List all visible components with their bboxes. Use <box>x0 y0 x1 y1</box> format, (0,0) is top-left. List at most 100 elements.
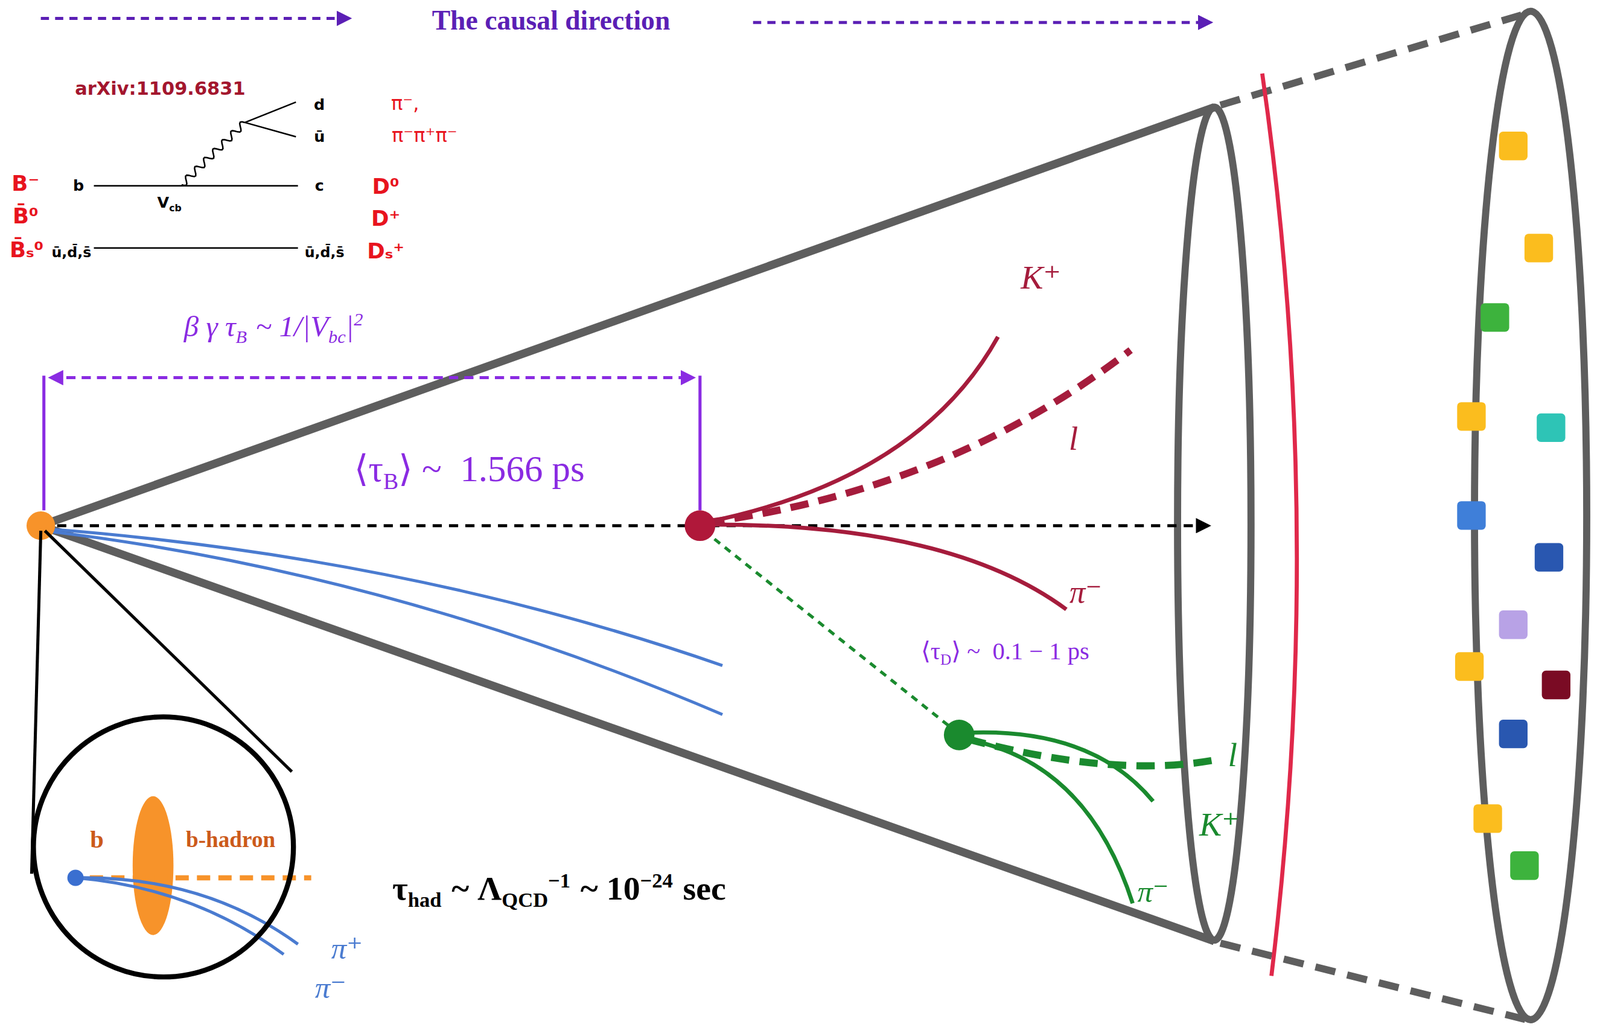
quark-label: d <box>313 96 325 114</box>
label-text: arXiv:1109.6831 <box>74 77 246 99</box>
label-text: ⟩ ~ 0.1 − 1 ps <box>951 637 1090 665</box>
label-text: π⁻ <box>315 970 347 1005</box>
b-meson-label: B⁻ <box>11 172 40 196</box>
ckm-label: Vcb <box>157 194 182 214</box>
hadronization-time: τhad~ ΛQCD−1~ 10−24sec <box>392 868 727 911</box>
label-text: π⁻ <box>1069 573 1103 609</box>
label-text: K⁺ <box>1199 805 1240 843</box>
d-decay-vertex <box>943 719 975 751</box>
label-text: c <box>315 176 325 195</box>
d-flight-path <box>704 530 956 731</box>
subscript: QCD <box>501 887 549 911</box>
subscript: B <box>383 468 399 494</box>
pion-label: π⁺ <box>331 931 363 966</box>
hadronization-front <box>1262 73 1297 976</box>
inset-circle: b b-hadron <box>30 713 297 980</box>
particle-square <box>1480 302 1509 332</box>
decay-product: π⁻, <box>391 93 420 115</box>
d-decay-tracks <box>964 732 1213 903</box>
label-text: D⁺ <box>371 205 401 231</box>
label-text: ū,d̄,s̄ <box>304 243 345 261</box>
quark-label: c <box>315 177 325 195</box>
label-text: ū,d̄,s̄ <box>51 243 92 261</box>
particle-square <box>1536 413 1565 442</box>
reference-label: arXiv:1109.6831 <box>74 78 246 99</box>
final-state-particles <box>1455 131 1571 880</box>
label-text: | <box>345 309 354 343</box>
particle-square <box>1524 233 1553 262</box>
inset-label: b-hadron <box>185 825 276 852</box>
label-text: l <box>1228 735 1238 774</box>
title: The causal direction <box>432 5 671 36</box>
b-decay-tracks <box>704 336 1132 609</box>
quark-label: b <box>73 177 84 195</box>
label-text: π⁻π⁺π⁻ <box>391 123 458 147</box>
particle-square <box>1499 719 1528 748</box>
label-text: l <box>1068 419 1079 457</box>
particle-square <box>1473 803 1502 833</box>
feynman-diagram <box>94 101 299 249</box>
label-text: K⁺ <box>1020 258 1062 296</box>
pion-tracks <box>44 528 723 715</box>
particle-square <box>1499 131 1528 160</box>
particle-square <box>1534 542 1564 571</box>
d-lifetime-label: ⟨τD⟩ ~ 0.1 − 1 ps <box>921 637 1090 669</box>
particle-label: l <box>1068 420 1079 457</box>
label-text: ⟩ ~ 1.566 ps <box>398 448 585 489</box>
inset-label: b <box>89 824 104 853</box>
label-text: π⁻, <box>391 92 420 116</box>
label-text: π⁺ <box>331 931 363 966</box>
label-text: π⁻ <box>1137 874 1169 909</box>
particle-label: l <box>1228 736 1238 774</box>
quark-label: ū,d̄,s̄ <box>304 244 345 261</box>
b-meson-label: B̄⁰ <box>12 204 39 229</box>
quark-label: ū,d̄,s̄ <box>51 244 92 261</box>
label-text: ~ Λ <box>451 869 502 907</box>
superscript: −1 <box>548 868 571 892</box>
particle-label: π⁻ <box>1137 875 1169 909</box>
label-text: Dₛ⁺ <box>366 238 405 264</box>
b-lifetime-label: ⟨τB⟩ ~ 1.566 ps <box>354 449 585 495</box>
d-meson-label: Dₛ⁺ <box>366 239 405 263</box>
label-text: ~ 1/|V <box>255 309 329 343</box>
causal-arrow <box>41 16 350 20</box>
subscript: bc <box>328 326 346 348</box>
label-text: D⁰ <box>372 174 400 200</box>
subscript: D <box>940 651 952 668</box>
label-text: ⟨τ <box>354 448 384 489</box>
b-decay-vertex <box>684 509 716 541</box>
b-meson-label: B̄ₛ⁰ <box>9 238 44 262</box>
particle-square <box>1455 651 1484 681</box>
label-text: b <box>73 176 84 195</box>
particle-label: K⁺ <box>1199 805 1240 843</box>
d-meson-label: D⁰ <box>372 175 400 199</box>
particle-square <box>1542 670 1571 699</box>
subscript: B <box>235 326 248 348</box>
particle-square <box>1510 850 1539 880</box>
label-text: B⁻ <box>11 171 40 197</box>
label-text: ū <box>313 127 325 146</box>
d-meson-label: D⁺ <box>371 206 401 230</box>
subscript: had <box>407 887 442 911</box>
jet-axis <box>57 523 1209 527</box>
decay-length-formula: β γ τB~ 1/|Vbc|2 <box>184 310 364 348</box>
label-text: B̄ₛ⁰ <box>9 237 44 263</box>
pion-label: π⁻ <box>315 971 347 1005</box>
particle-label: K⁺ <box>1020 258 1062 296</box>
superscript: −24 <box>640 868 673 892</box>
label-text: ~ 10 <box>580 869 641 907</box>
causal-arrow <box>753 21 1211 25</box>
label-text: d <box>313 95 325 114</box>
decay-product: π⁻π⁺π⁻ <box>391 124 458 147</box>
particle-square <box>1499 610 1528 639</box>
label-text: V <box>157 193 170 212</box>
label-text: sec <box>683 869 727 907</box>
particle-square <box>1456 401 1486 431</box>
quark-label: ū <box>313 128 325 146</box>
label-text: B̄⁰ <box>12 203 39 229</box>
label-text: ⟨τ <box>921 637 941 665</box>
particle-square <box>1456 500 1486 530</box>
decay-length-bracket <box>44 375 701 510</box>
subscript: cb <box>168 202 182 215</box>
